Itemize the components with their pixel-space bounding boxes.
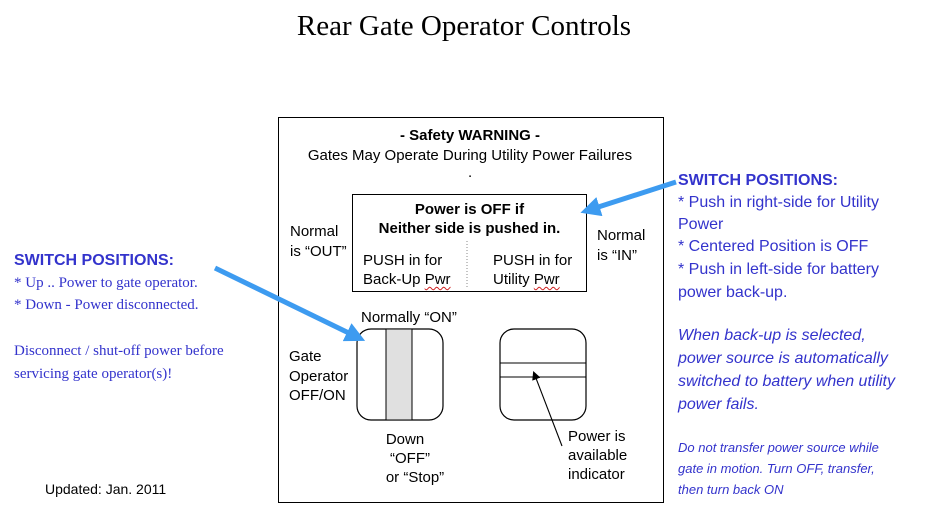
right-note-line-2: Power [678, 216, 724, 233]
gate-label-2: Operator [289, 368, 349, 385]
gate-label-1: Gate [289, 348, 322, 365]
right-note-line-1: * Push in right-side for Utility [678, 194, 879, 211]
power-off-line-2: Neither side is pushed in. [378, 220, 561, 237]
right-note-heading: SWITCH POSITIONS: [678, 172, 838, 189]
indicator-label-2: available [568, 447, 628, 464]
left-note-line-4: servicing gate operator(s)! [14, 366, 173, 382]
indicator-label-1: Power is [568, 428, 626, 445]
right-note-italic-4: power fails. [678, 396, 759, 413]
down-label-2: “OFF” [390, 450, 430, 467]
indicator-label-3: indicator [568, 466, 625, 483]
control-panel [278, 117, 664, 503]
right-note-small-3: then turn back ON [678, 482, 784, 497]
normal-out-label-2: is “OUT” [290, 243, 347, 260]
warning-text: Gates May Operate During Utility Power F… [307, 147, 633, 164]
left-note-line-1: * Up .. Power to gate operator. [14, 275, 198, 291]
down-label-1: Down [385, 431, 425, 448]
indicator-pointer-arrow [532, 370, 563, 447]
right-note-line-4: * Push in left-side for battery [678, 261, 879, 278]
push-utility-line-2: Utility Pwr [493, 271, 560, 288]
right-note-small-2: gate in motion. Turn OFF, transfer, [678, 461, 875, 476]
panel-dot: . [468, 164, 473, 181]
push-backup-line-1: PUSH in for [363, 252, 443, 269]
normal-in-label-1: Normal [597, 227, 646, 244]
updated-date: Updated: Jan. 2011 [45, 481, 167, 497]
right-note-line-3: * Centered Position is OFF [678, 238, 869, 255]
push-utility-line-1: PUSH in for [493, 252, 573, 269]
left-note-arrow [213, 265, 366, 342]
power-off-line-1: Power is OFF if [414, 201, 525, 218]
power-source-switch-box [352, 194, 587, 292]
right-note-line-5: power back-up. [678, 284, 788, 301]
normal-in-label-2: is “IN” [597, 247, 637, 264]
push-backup-line-2: Back-Up Pwr [363, 271, 451, 288]
normal-out-label-1: Normal [290, 223, 339, 240]
page-title: Rear Gate Operator Controls [296, 10, 632, 42]
right-note-small-1: Do not transfer power source while [678, 440, 879, 455]
right-note-italic-1: When back-up is selected, [678, 327, 866, 344]
power-indicator-housing [499, 328, 587, 421]
left-note-line-2: * Down - Power disconnected. [14, 297, 199, 313]
gate-switch-rocker [385, 328, 413, 421]
normally-on-label: Normally “ON” [361, 309, 457, 326]
right-note-arrow [580, 179, 677, 217]
down-label-3: or “Stop” [385, 469, 445, 486]
gate-operator-switch[interactable] [356, 328, 444, 421]
left-note-line-3: Disconnect / shut-off power before [14, 343, 224, 359]
right-note-italic-3: switched to battery when utility [678, 373, 895, 390]
power-indicator [499, 328, 587, 421]
left-note-heading: SWITCH POSITIONS: [14, 252, 174, 269]
right-note-italic-2: power source is automatically [678, 350, 888, 367]
gate-label-3: OFF/ON [289, 387, 346, 404]
warning-heading: - Safety WARNING - [399, 127, 540, 144]
